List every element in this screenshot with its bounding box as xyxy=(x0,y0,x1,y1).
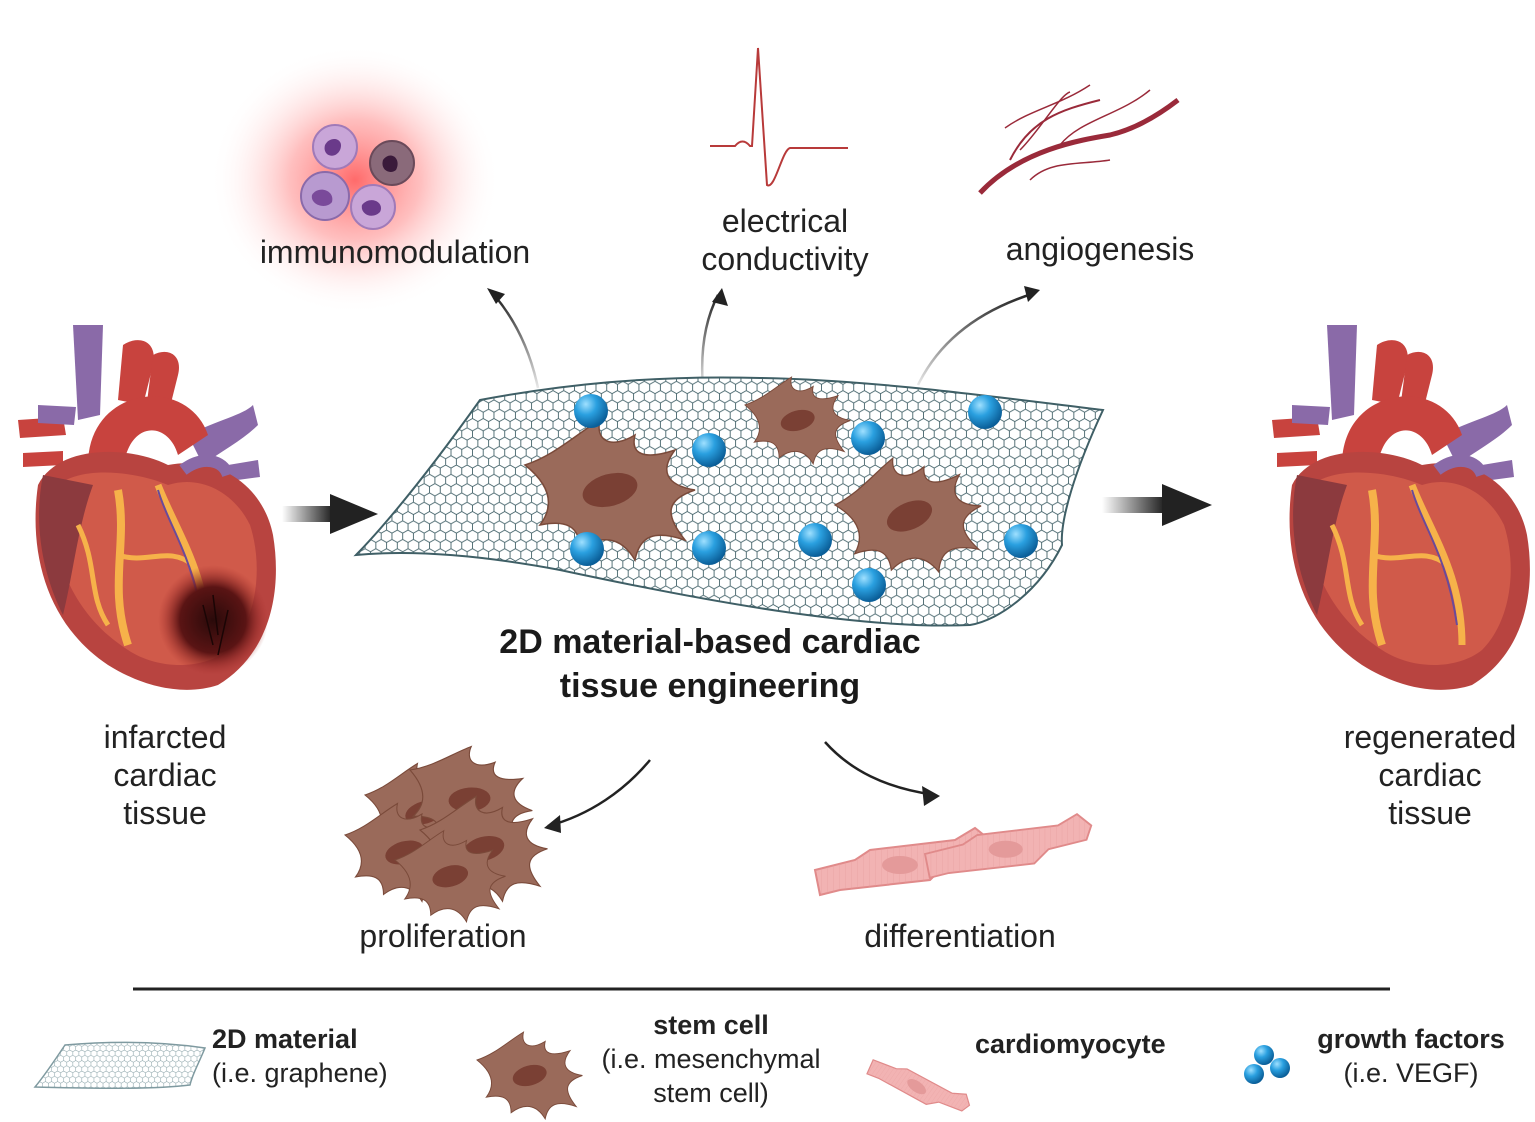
left-arrow xyxy=(282,494,378,534)
effect-arrowheads xyxy=(487,286,1040,833)
graphene-sheet xyxy=(353,376,1105,627)
angiogenesis-label: angiogenesis xyxy=(1005,231,1195,267)
legend-growth-factor-icon xyxy=(1244,1045,1290,1084)
center-title: 2D material-based cardiac tissue enginee… xyxy=(499,623,921,705)
growth-factors xyxy=(570,394,1038,602)
electrical-conductivity-label: electrical conductivity xyxy=(701,203,869,277)
legend-cardiomyocyte-icon xyxy=(863,1038,975,1122)
infarcted-heart xyxy=(18,325,276,690)
ecg-trace xyxy=(710,47,848,187)
legend-growth-factors-label: growth factors (i.e. VEGF) xyxy=(1317,1024,1505,1088)
legend-cardiomyocyte-label: cardiomyocyte xyxy=(975,1029,1166,1059)
legend-material-icon xyxy=(33,1041,207,1089)
proliferation-label: proliferation xyxy=(359,918,527,954)
right-arrow xyxy=(1102,484,1212,526)
immune-cells xyxy=(210,45,500,315)
regenerated-heart xyxy=(1272,325,1530,690)
regenerated-label: regenerated cardiac tissue xyxy=(1343,719,1517,831)
differentiation-label: differentiation xyxy=(864,918,1056,954)
differentiated-cardiomyocytes xyxy=(814,813,1093,896)
immunomodulation-label: immunomodulation xyxy=(259,234,531,270)
legend-stem-cell-icon xyxy=(476,1031,583,1120)
blood-vessels xyxy=(978,84,1180,195)
infarcted-label: infarcted cardiac tissue xyxy=(103,719,227,831)
legend-material-label: 2D material (i.e. graphene) xyxy=(212,1024,388,1088)
legend-stem-cell-label: stem cell (i.e. mesenchymal stem cell) xyxy=(601,1010,821,1108)
proliferating-cells xyxy=(344,736,549,923)
